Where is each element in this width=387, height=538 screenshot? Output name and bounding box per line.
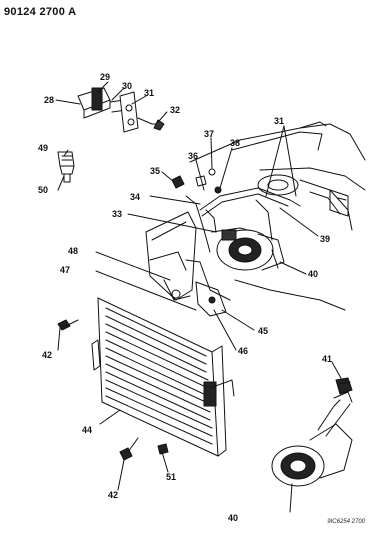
callout-41: 41 (322, 354, 332, 364)
compressor-lower-view (271, 377, 353, 487)
callout-42-lower: 42 (108, 490, 118, 500)
compressor (216, 229, 285, 271)
leader-lines (55, 81, 343, 513)
callout-50: 50 (38, 185, 48, 195)
callout-labels: 28 29 30 31 32 49 50 37 31 36 38 35 34 3… (38, 72, 332, 523)
callout-34: 34 (130, 192, 140, 202)
callout-45: 45 (258, 326, 268, 336)
callout-35: 35 (150, 166, 160, 176)
refrigerant-lines (185, 187, 301, 253)
support-bracket (145, 211, 231, 317)
callout-30: 30 (122, 81, 132, 91)
callout-31-upper-left: 31 (144, 88, 154, 98)
callout-44: 44 (82, 425, 92, 435)
callout-37: 37 (204, 129, 214, 139)
callout-40-lower: 40 (228, 513, 238, 523)
low-pressure-switch (57, 151, 75, 183)
callout-29: 29 (100, 72, 110, 82)
condenser (91, 297, 235, 457)
vehicle-body-panels (189, 121, 366, 311)
callout-31-upper-right: 31 (274, 116, 284, 126)
callout-38: 38 (230, 138, 240, 148)
callout-33: 33 (112, 209, 122, 219)
callout-32: 32 (170, 105, 180, 115)
callout-51: 51 (166, 472, 176, 482)
diagram-part-code: 90124 2700 A (4, 6, 77, 18)
callout-40-upper: 40 (308, 269, 318, 279)
callout-42-upper: 42 (42, 350, 52, 360)
callout-49: 49 (38, 143, 48, 153)
pressure-switch-assembly (77, 87, 165, 133)
callout-39: 39 (320, 234, 330, 244)
callout-28: 28 (44, 95, 54, 105)
callout-47: 47 (60, 265, 70, 275)
callout-46: 46 (238, 346, 248, 356)
callout-48: 48 (68, 246, 78, 256)
callout-36: 36 (188, 151, 198, 161)
fasteners (57, 168, 222, 461)
drawing-stamp: 9IC6254 2700 (327, 519, 365, 525)
